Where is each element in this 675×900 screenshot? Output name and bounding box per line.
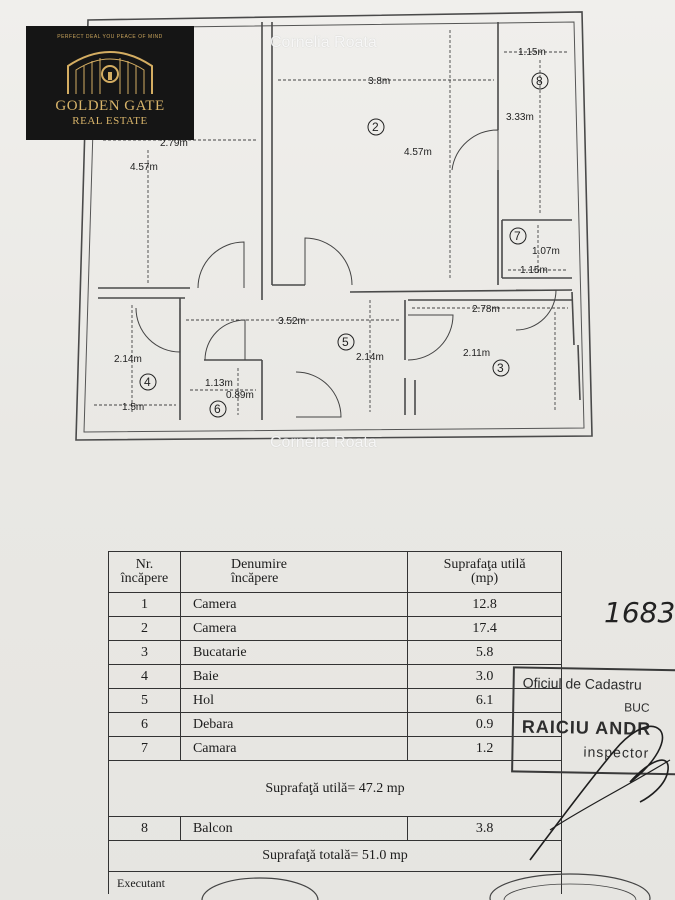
executant-label: Executant [108, 871, 562, 894]
signature-icon [529, 725, 671, 861]
table-cell: Camara [179, 736, 409, 761]
logo-name-line1: GOLDEN GATE [55, 98, 165, 114]
table-cell: 6.1 [407, 688, 562, 713]
svg-text:4: 4 [144, 375, 151, 389]
header-nr: Nr.încăpere [108, 551, 181, 593]
room-number-5: 5 [337, 333, 355, 351]
dim-label: 3.8m [368, 76, 390, 87]
outer-wall [75, 11, 593, 441]
table-cell: Hol [179, 688, 409, 713]
dim-label: 1.07m [532, 246, 560, 257]
svg-text:2: 2 [372, 120, 379, 134]
room-number-2: 2 [367, 118, 385, 136]
seal-icon [201, 873, 651, 900]
executant-row: Executant [108, 871, 562, 894]
room-number-3: 3 [492, 359, 510, 377]
logo-name-line2: REAL ESTATE [72, 115, 148, 127]
room-number-7: 7 [509, 227, 527, 245]
table-cell: Balcon [179, 816, 409, 841]
table-cell: 5 [108, 688, 181, 713]
table-cell: Debara [179, 712, 409, 737]
header-area: Suprafaţa utilă(mp) [407, 551, 562, 593]
table-cell: 6 [108, 712, 181, 737]
table-cell: Baie [179, 664, 409, 689]
logo-tagline: PERFECT DEAL YOU PEACE OF MIND [57, 34, 163, 40]
table-cell: 3 [108, 640, 181, 665]
dim-label: 2.14m [114, 354, 142, 365]
svg-text:5: 5 [342, 335, 349, 349]
svg-text:7: 7 [514, 229, 521, 243]
table-cell: 4 [108, 664, 181, 689]
dim-label: 2.11m [463, 348, 490, 359]
dim-label: 1.13m [205, 378, 233, 389]
table-cell: 2 [108, 616, 181, 641]
golden-gate-logo: PERFECT DEAL YOU PEACE OF MIND GOLDEN GA… [26, 26, 194, 140]
dim-label: 2.79m [160, 138, 188, 149]
table-cell: 3.8 [407, 816, 562, 841]
table-cell: 12.8 [407, 592, 562, 617]
dim-label: 0.89m [226, 390, 254, 401]
table-cell: 1.2 [407, 736, 562, 761]
svg-text:6: 6 [214, 402, 221, 416]
dim-label: 1.15m [520, 265, 548, 276]
gate-icon [67, 51, 153, 94]
watermark: Cornelia Roata [270, 34, 377, 51]
useful-area-total-row: Suprafaţă utilă= 47.2 mp [108, 760, 562, 817]
table-cell: 5.8 [407, 640, 562, 665]
dim-label: 2.78m [472, 304, 500, 315]
watermark: Cornelia Roata [270, 434, 377, 451]
svg-text:8: 8 [536, 74, 543, 88]
room-number-4: 4 [139, 373, 157, 391]
dim-label: 4.57m [130, 162, 158, 173]
dim-label: 2.14m [356, 352, 384, 363]
dim-label: 1.15m [518, 47, 546, 58]
table-cell: 0.9 [407, 712, 562, 737]
svg-text:3: 3 [497, 361, 504, 375]
table-cell: 7 [108, 736, 181, 761]
dim-label: 4.57m [404, 147, 432, 158]
table-cell: 8 [108, 816, 181, 841]
handwritten-number: 1683 [604, 596, 675, 629]
dim-label: 3.52m [278, 316, 306, 327]
table-cell: 17.4 [407, 616, 562, 641]
dim-label: 1.5m [122, 402, 144, 413]
table-cell: Camera [179, 592, 409, 617]
useful-area-total: Suprafaţă utilă= 47.2 mp [108, 760, 562, 817]
dim-label: 3.33m [506, 112, 534, 123]
table-cell: 1 [108, 592, 181, 617]
room-number-6: 6 [209, 400, 227, 418]
room-number-8: 8 [531, 72, 549, 90]
table-cell: Camera [179, 616, 409, 641]
table-cell: Bucatarie [179, 640, 409, 665]
total-area-row: Suprafaţă totală= 51.0 mp [108, 840, 562, 872]
total-area: Suprafaţă totală= 51.0 mp [108, 840, 562, 872]
floor-plan: 2.79m 4.57m 3.8m 4.57m 1.15m 3.33m 1.07m… [75, 11, 593, 441]
